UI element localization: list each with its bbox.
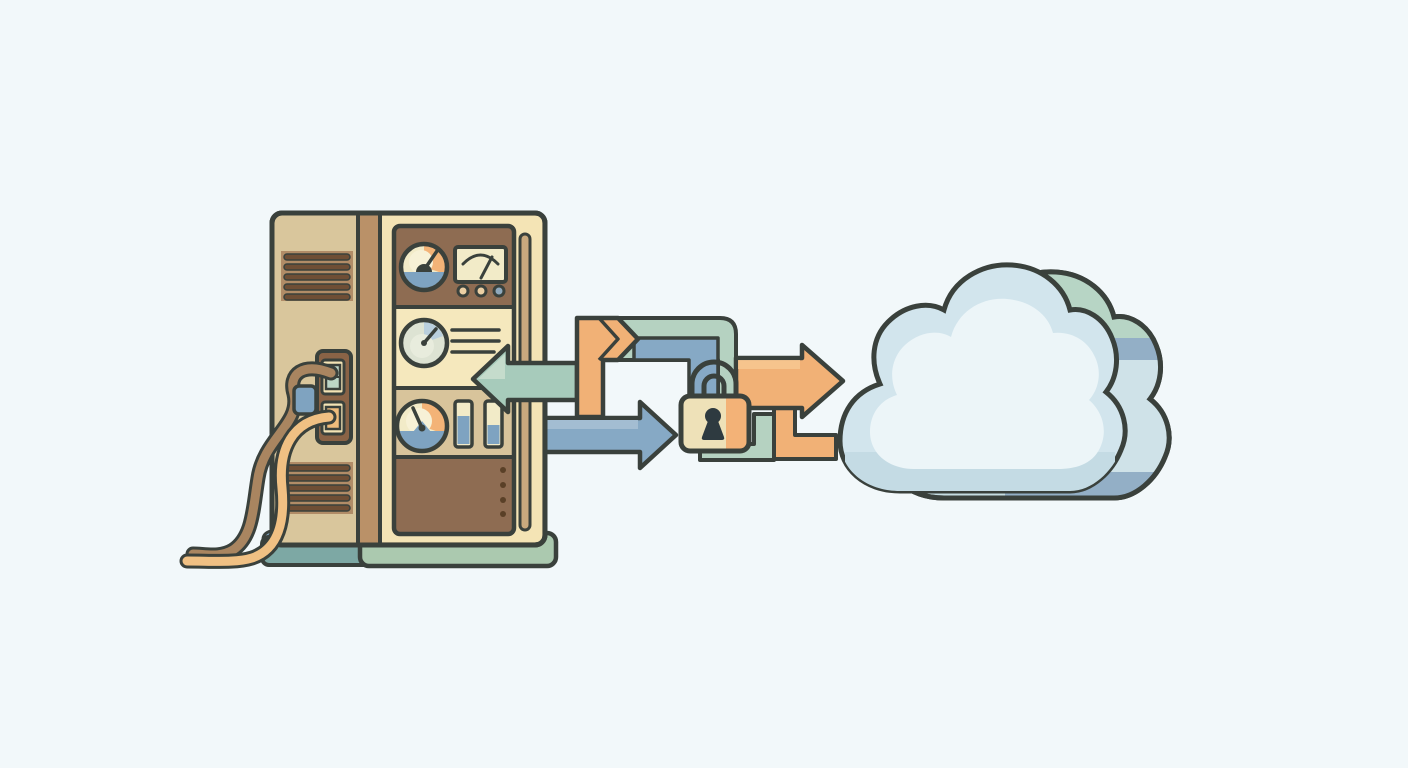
vent-slat xyxy=(283,263,351,271)
rivet-dot xyxy=(500,497,506,503)
level-bar-fill xyxy=(487,425,500,444)
rivet-dots xyxy=(500,467,506,517)
orange-ribbon xyxy=(574,315,641,420)
readout-lines xyxy=(450,328,501,354)
arrow-highlight xyxy=(478,354,505,379)
gauge-ring xyxy=(398,317,450,369)
keyhole-circle xyxy=(705,408,721,424)
gauge-needle xyxy=(411,406,424,430)
level-bar-frame xyxy=(453,399,474,449)
keyhole-icon xyxy=(701,408,725,440)
level-bar-fill xyxy=(457,416,470,444)
arrow-right-icon xyxy=(535,399,679,471)
power-cables xyxy=(179,361,339,569)
gauge-icon-middle xyxy=(398,317,450,369)
rivet-dot xyxy=(500,482,506,488)
vent-slat xyxy=(283,283,351,291)
gauge-hub xyxy=(416,264,432,272)
vent-slat xyxy=(281,484,351,492)
meter-frame xyxy=(453,245,508,284)
vent-slat xyxy=(281,504,351,512)
vent-slat xyxy=(283,273,351,281)
padlock-icon xyxy=(678,393,752,454)
arrow-highlight xyxy=(738,360,800,369)
arrow-highlight xyxy=(540,420,638,429)
cable-orange xyxy=(182,412,334,566)
level-bars xyxy=(453,399,504,449)
vent-slat xyxy=(281,464,351,472)
folded-ribbon xyxy=(574,315,641,420)
gauge-blue-zone xyxy=(399,431,445,449)
cabinet-divider-strip xyxy=(356,211,382,547)
gauge-blue-zone xyxy=(403,272,445,288)
vent-slat xyxy=(281,474,351,482)
vent-slat xyxy=(283,293,351,301)
gauge-icon-top xyxy=(398,241,450,293)
gauge-ring xyxy=(398,241,450,293)
gauge-ring xyxy=(394,398,450,454)
outbound-data-arrow xyxy=(535,399,679,471)
keyhole-stem xyxy=(701,421,725,440)
shackle-outer xyxy=(689,359,739,398)
meter-arc xyxy=(461,253,500,266)
rivet-dot xyxy=(500,511,506,517)
shackle-inner xyxy=(701,373,727,398)
gauge-icon-bottom xyxy=(394,398,450,454)
cloud-inner-highlight xyxy=(870,298,1104,469)
cloud xyxy=(837,262,1172,501)
meter-needle xyxy=(479,255,494,280)
vent-slat xyxy=(283,253,351,261)
padlock xyxy=(678,359,752,454)
indicator-light xyxy=(456,284,470,298)
gauge-hub xyxy=(421,340,427,346)
vent-slat xyxy=(281,494,351,502)
shackle-icon xyxy=(689,359,739,398)
rivet-dot xyxy=(500,467,506,473)
indicator-light xyxy=(492,284,506,298)
indicator-lights xyxy=(456,284,506,298)
gauge-needle xyxy=(422,327,438,345)
vent-grille-top xyxy=(281,251,353,301)
cable-brown xyxy=(188,364,336,560)
ribbon-fold-seam xyxy=(597,316,620,362)
lock-body-orange-stripe xyxy=(726,398,747,449)
section-blank xyxy=(394,457,514,534)
cable-connector xyxy=(292,384,318,416)
lock-body-outline xyxy=(678,393,752,454)
voltmeter-icon xyxy=(453,245,508,284)
indicator-light xyxy=(474,284,488,298)
gauge-hub xyxy=(418,424,426,432)
